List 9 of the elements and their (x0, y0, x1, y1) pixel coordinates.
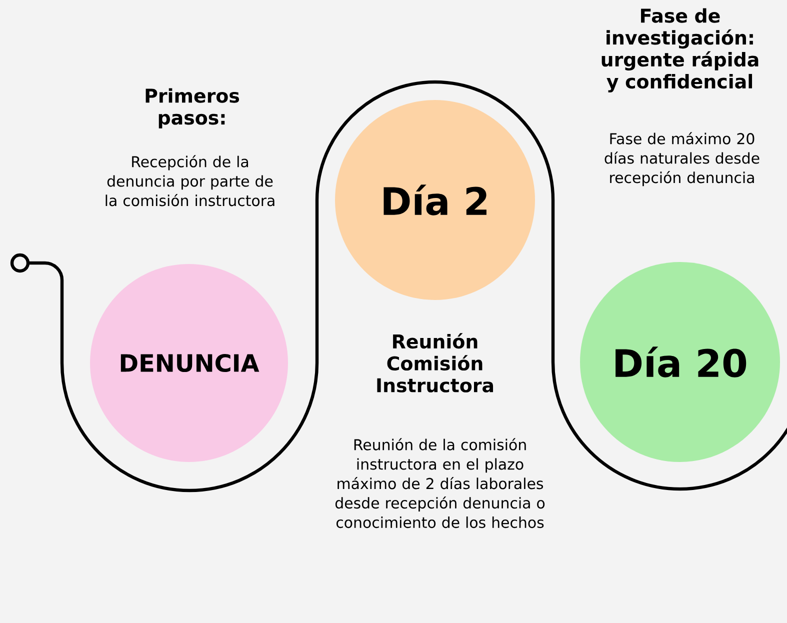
circle-step: DENUNCIA (90, 264, 288, 462)
step-heading: Primeros pasos: (146, 88, 240, 128)
step-description: Fase de máximo 20 días naturales desde recepción denuncia (604, 132, 760, 186)
step-heading: Fase de investigación: urgente rápida y confidencial (602, 8, 758, 92)
step-description: Recepción de la denuncia por parte de la comisión instructora (106, 155, 274, 206)
step-heading: Reunión Comisión Instructora (377, 333, 494, 392)
step-description: Reunión de la comisión instructora en el plazo máximo de 2 días laborales desde recepción denuncia o conocimiento de los hechos (335, 438, 545, 528)
circle-step: Día 20 (580, 262, 780, 462)
circle-step: Día 2 (335, 100, 535, 300)
